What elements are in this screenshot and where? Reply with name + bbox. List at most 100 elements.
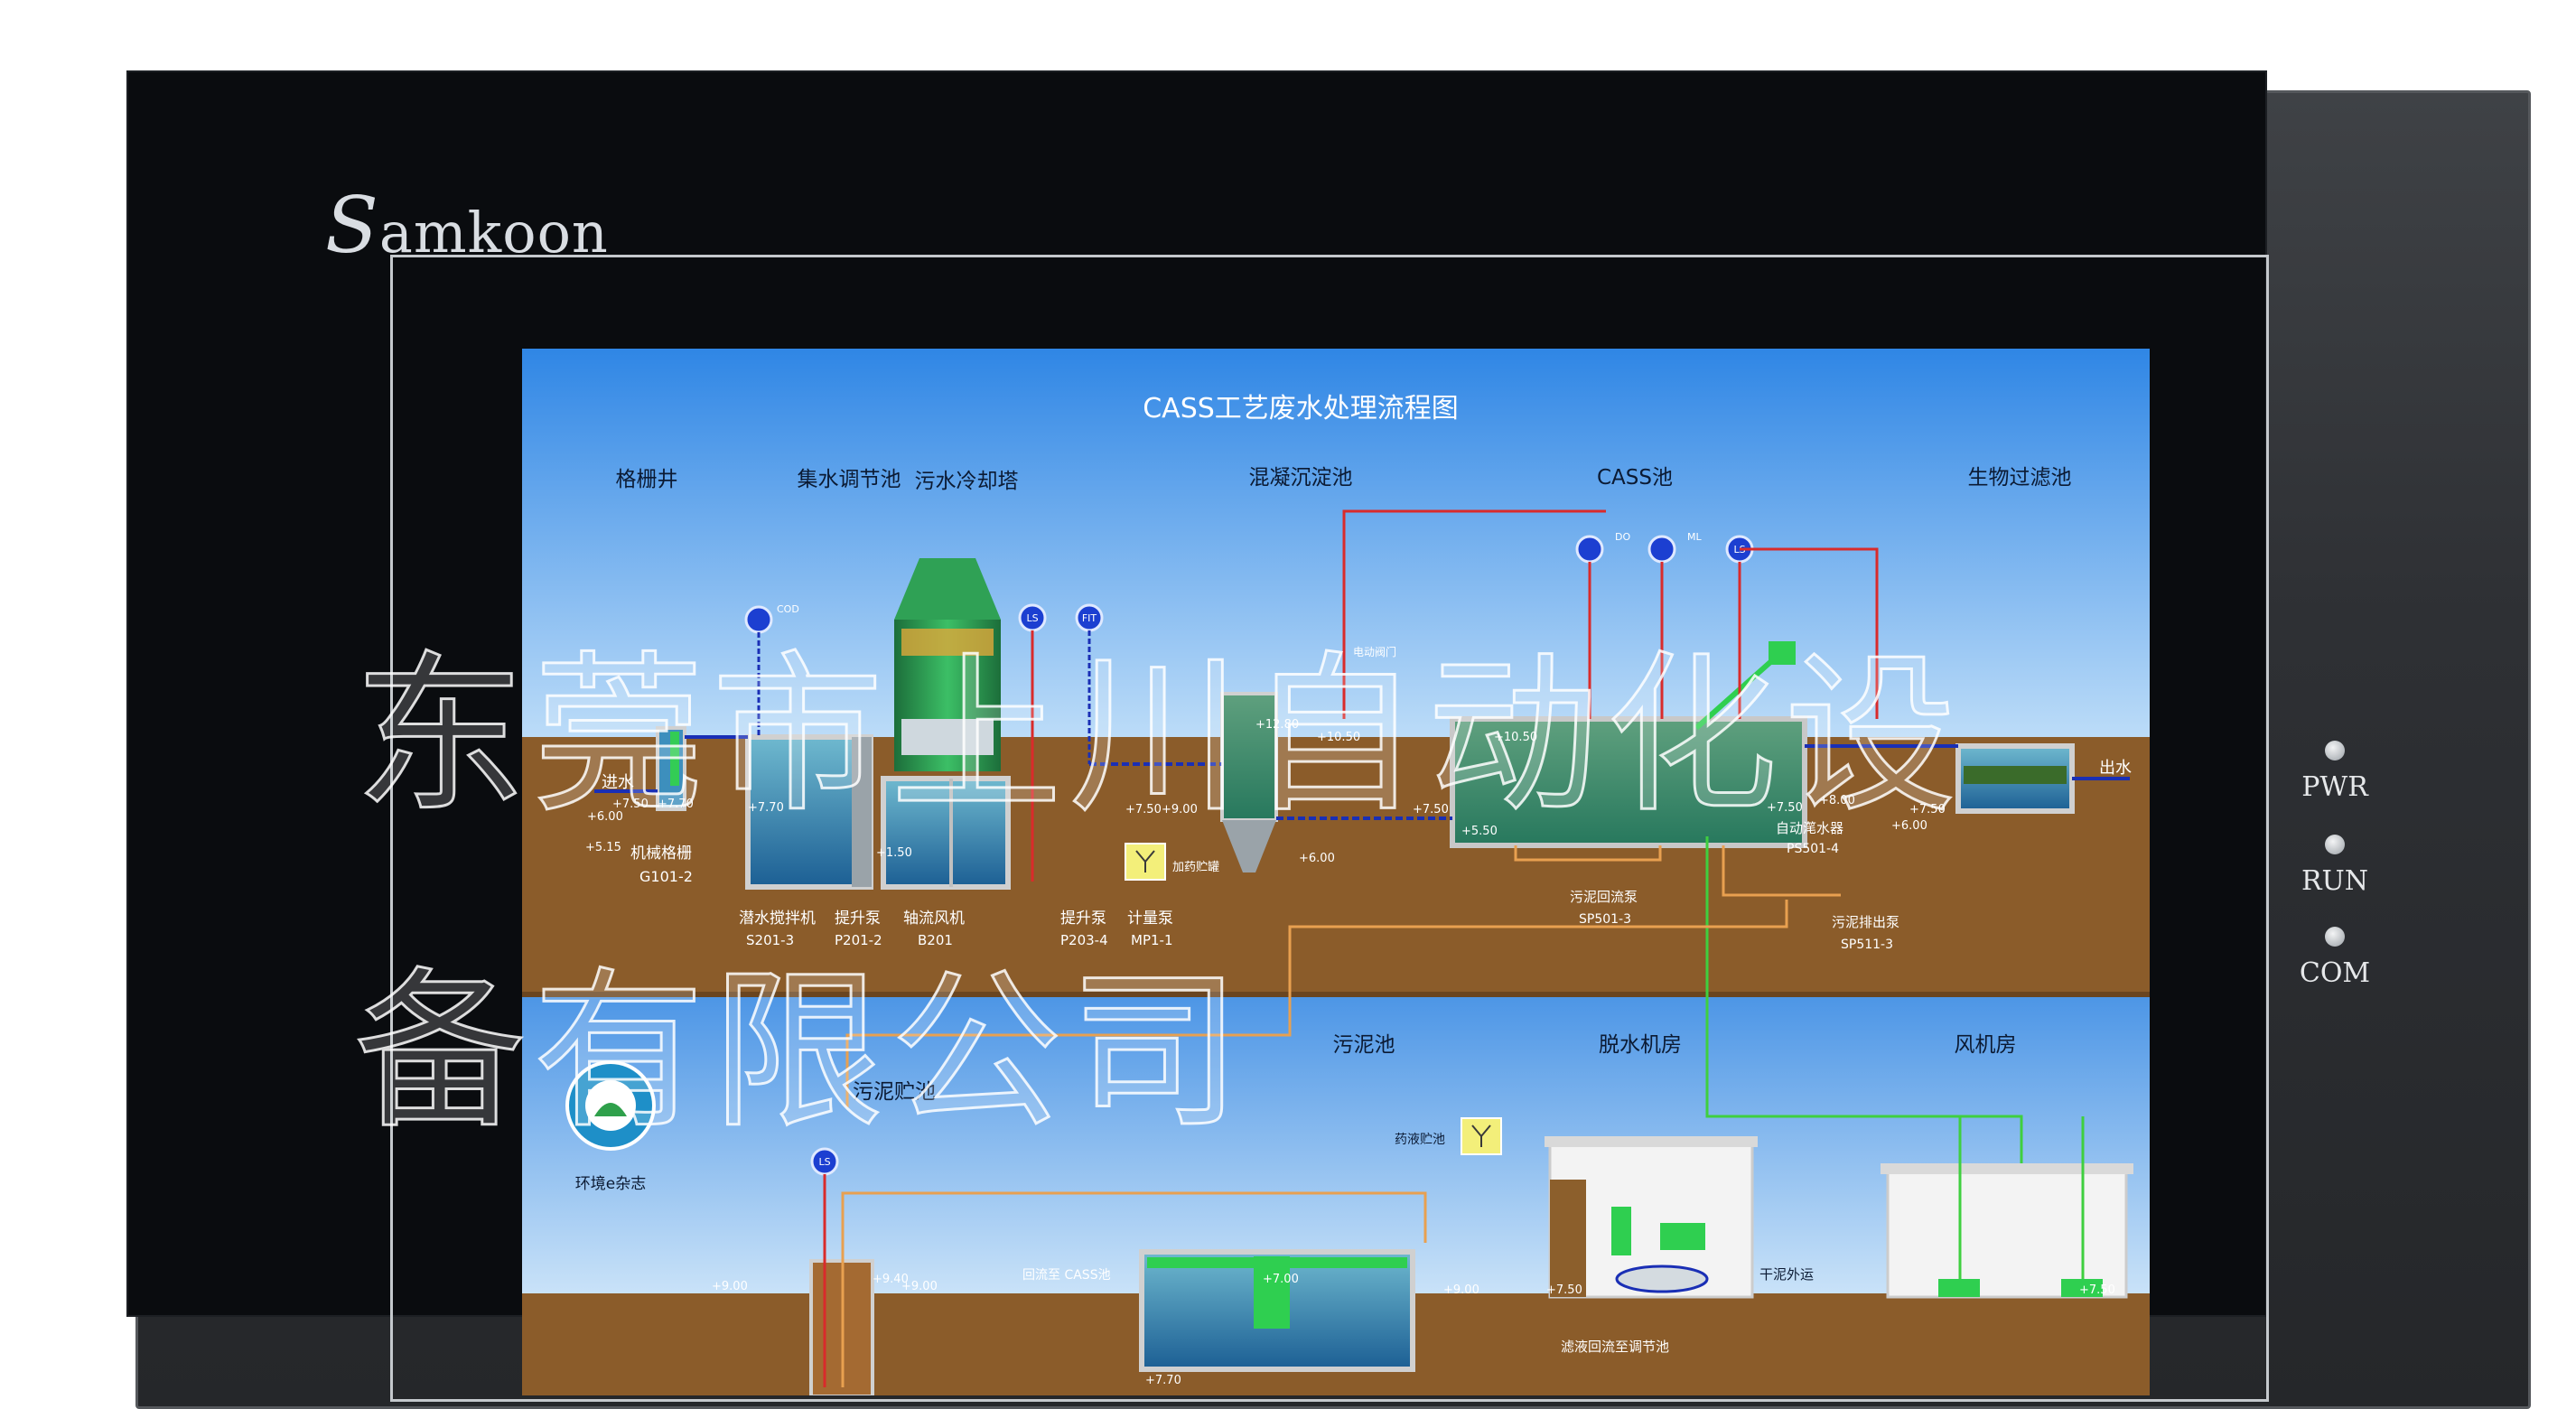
svg-text:FIT: FIT bbox=[1082, 612, 1097, 624]
watermark-line1: 东莞市上川自动化设 bbox=[352, 635, 1965, 837]
elevation-marker: +7.50 bbox=[1909, 803, 1946, 816]
section-label: 污泥贮池 bbox=[853, 1080, 936, 1104]
magazine-logo bbox=[565, 1060, 656, 1151]
svg-text:环境e杂志: 环境e杂志 bbox=[575, 1175, 646, 1193]
cass-tank[interactable] bbox=[1450, 716, 1807, 848]
elevation-marker: +5.15 bbox=[585, 841, 621, 854]
svg-text:MP1-1: MP1-1 bbox=[1131, 932, 1173, 948]
section-label: 格栅井 bbox=[616, 468, 678, 491]
svg-text:G101-2: G101-2 bbox=[639, 868, 693, 885]
elevation-marker: +9.00 bbox=[1443, 1283, 1479, 1297]
svg-text:COD: COD bbox=[777, 603, 799, 615]
com-led-icon bbox=[2325, 927, 2345, 947]
equalization-tank[interactable] bbox=[745, 734, 873, 890]
dosing-tank[interactable] bbox=[1125, 843, 1166, 881]
svg-text:药液贮池: 药液贮池 bbox=[1395, 1133, 1445, 1147]
coagulation-tank[interactable] bbox=[1220, 692, 1278, 822]
elevation-marker: +12.80 bbox=[1255, 718, 1299, 732]
instrument-ls[interactable]: LS bbox=[1018, 603, 1047, 882]
elevation-marker: +5.50 bbox=[1461, 825, 1498, 838]
elevation-marker: +7.50 bbox=[1413, 803, 1449, 816]
elevation-marker: +1.50 bbox=[876, 846, 912, 860]
svg-text:干泥外运: 干泥外运 bbox=[1759, 1266, 1814, 1283]
elevation-marker: +8.00 bbox=[1819, 794, 1855, 807]
section-label: 生物过滤池 bbox=[1968, 466, 2072, 490]
led-pwr: PWR bbox=[2294, 741, 2375, 803]
svg-text:污泥排出泵: 污泥排出泵 bbox=[1832, 914, 1899, 930]
instrument-fit[interactable]: FIT bbox=[1075, 603, 1104, 764]
dewatering-room[interactable] bbox=[1545, 1136, 1758, 1299]
section-label: 混凝沉淀池 bbox=[1249, 466, 1353, 490]
elevation-marker: +7.70 bbox=[658, 798, 694, 811]
svg-text:机械格栅: 机械格栅 bbox=[630, 844, 692, 863]
svg-text:P201-2: P201-2 bbox=[835, 932, 882, 948]
elevation-marker: +10.50 bbox=[1317, 731, 1360, 744]
svg-text:轴流风机: 轴流风机 bbox=[903, 910, 965, 928]
cooling-basin[interactable] bbox=[881, 776, 1011, 890]
power-led-icon bbox=[2325, 741, 2345, 760]
svg-text:LS: LS bbox=[1026, 612, 1038, 624]
run-led-icon bbox=[2325, 835, 2345, 854]
brand-logo: Samkoon bbox=[325, 181, 609, 271]
elevation-marker: +7.70 bbox=[748, 801, 784, 815]
hmi-display[interactable]: CASS工艺废水处理流程图 格栅井 集水调节池 污水冷却塔 混凝沉淀池 CASS… bbox=[522, 349, 2150, 1395]
elevation-marker: +6.00 bbox=[1891, 819, 1927, 833]
svg-text:提升泵: 提升泵 bbox=[1060, 910, 1106, 928]
elevation-marker: +7.50 bbox=[1767, 801, 1803, 815]
elevation-marker: +9.00 bbox=[901, 1280, 938, 1293]
svg-text:PS501-4: PS501-4 bbox=[1787, 842, 1839, 856]
elevation-marker: +9.00 bbox=[712, 1280, 748, 1293]
elevation-marker: +7.50 bbox=[612, 798, 649, 811]
svg-text:LS: LS bbox=[818, 1156, 830, 1168]
elevation-marker: +7.50 bbox=[1546, 1283, 1582, 1297]
chem-tank[interactable] bbox=[1461, 1117, 1502, 1155]
svg-text:SP501-3: SP501-3 bbox=[1579, 912, 1631, 927]
sky-lower bbox=[522, 997, 2150, 1293]
svg-text:回流至 CASS池: 回流至 CASS池 bbox=[1022, 1268, 1111, 1283]
elevation-marker: +9.00 bbox=[1162, 803, 1198, 816]
led-com: COM bbox=[2294, 927, 2375, 989]
section-label: 风机房 bbox=[1955, 1033, 2017, 1057]
inlet-label: 进水 bbox=[602, 773, 634, 792]
svg-text:提升泵: 提升泵 bbox=[835, 910, 881, 928]
brand-initial: S bbox=[325, 181, 379, 271]
sky-upper bbox=[522, 349, 2150, 737]
elevation-marker: +7.50 bbox=[1125, 803, 1162, 816]
instrument-ls-sludge[interactable]: LS bbox=[810, 1147, 839, 1387]
svg-text:S201-3: S201-3 bbox=[746, 932, 794, 948]
svg-text:ML: ML bbox=[1687, 531, 1702, 543]
diagram-title: CASS工艺废水处理流程图 bbox=[1143, 393, 1459, 425]
elevation-marker: +6.00 bbox=[1299, 852, 1335, 865]
svg-text:B201: B201 bbox=[918, 932, 953, 948]
svg-text:自动滗水器: 自动滗水器 bbox=[1776, 820, 1843, 836]
elevation-marker: +10.50 bbox=[1494, 731, 1537, 744]
svg-text:污泥回流泵: 污泥回流泵 bbox=[1570, 889, 1638, 905]
instrument-do[interactable] bbox=[1575, 535, 1604, 719]
elevation-marker: +7.00 bbox=[1263, 1273, 1299, 1286]
svg-text:加药贮罐: 加药贮罐 bbox=[1172, 861, 1219, 874]
section-label: 集水调节池 bbox=[798, 468, 901, 491]
led-run: RUN bbox=[2294, 835, 2375, 897]
blower-room[interactable] bbox=[1881, 1116, 2133, 1299]
process-diagram: CASS工艺废水处理流程图 格栅井 集水调节池 污水冷却塔 混凝沉淀池 CASS… bbox=[522, 349, 2150, 1395]
outlet-label: 出水 bbox=[2099, 759, 2132, 778]
svg-text:P203-4: P203-4 bbox=[1060, 932, 1108, 948]
section-label: 污水冷却塔 bbox=[915, 470, 1019, 493]
elevation-marker: +7.50 bbox=[2079, 1283, 2115, 1297]
section-label: CASS池 bbox=[1597, 466, 1673, 490]
svg-text:电动阀门: 电动阀门 bbox=[1353, 645, 1396, 658]
svg-text:计量泵: 计量泵 bbox=[1127, 910, 1173, 928]
elevation-marker: +7.70 bbox=[1145, 1374, 1181, 1387]
watermark-line2: 备有限公司 bbox=[352, 951, 1249, 1153]
svg-text:SP511-3: SP511-3 bbox=[1841, 938, 1893, 952]
instrument-cod[interactable] bbox=[744, 605, 773, 737]
svg-text:DO: DO bbox=[1615, 531, 1630, 543]
instrument-ml[interactable] bbox=[1647, 535, 1676, 719]
elevation-marker: +6.00 bbox=[587, 810, 623, 824]
section-label: 脱水机房 bbox=[1599, 1033, 1682, 1057]
svg-text:滤液回流至调节池: 滤液回流至调节池 bbox=[1561, 1339, 1669, 1355]
elevation-marker: +9.40 bbox=[873, 1273, 909, 1286]
brand-name: amkoon bbox=[378, 200, 609, 266]
svg-text:潜水搅拌机: 潜水搅拌机 bbox=[739, 910, 816, 928]
section-label: 污泥池 bbox=[1333, 1033, 1395, 1057]
